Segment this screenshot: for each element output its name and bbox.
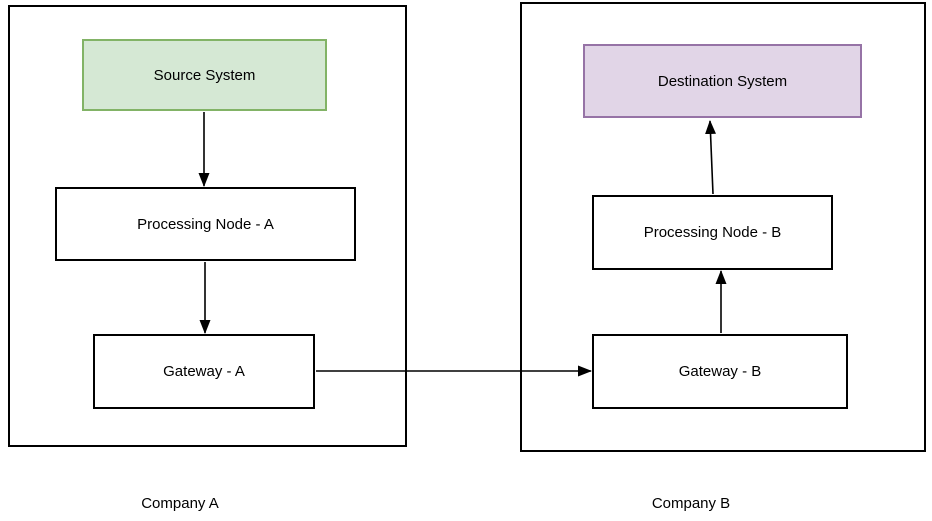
- node-destination-system: Destination System: [583, 44, 862, 118]
- node-source-system-label: Source System: [153, 66, 256, 84]
- node-destination-system-label: Destination System: [657, 72, 788, 90]
- node-gateway-b-label: Gateway - B: [678, 363, 762, 380]
- node-source-system: Source System: [82, 39, 327, 111]
- node-gateway-a: Gateway - A: [93, 334, 315, 409]
- company-b-container: [520, 2, 926, 452]
- company-a-label: Company A: [141, 495, 219, 512]
- node-processing-node-b: Processing Node - B: [592, 195, 833, 270]
- company-a-container: [8, 5, 407, 447]
- node-processing-node-a-label: Processing Node - A: [137, 215, 274, 233]
- node-processing-node-b-label: Processing Node - B: [643, 224, 782, 241]
- company-b-label: Company B: [651, 495, 731, 512]
- node-gateway-b: Gateway - B: [592, 334, 848, 409]
- node-processing-node-a: Processing Node - A: [55, 187, 356, 261]
- node-gateway-a-label: Gateway - A: [163, 363, 245, 380]
